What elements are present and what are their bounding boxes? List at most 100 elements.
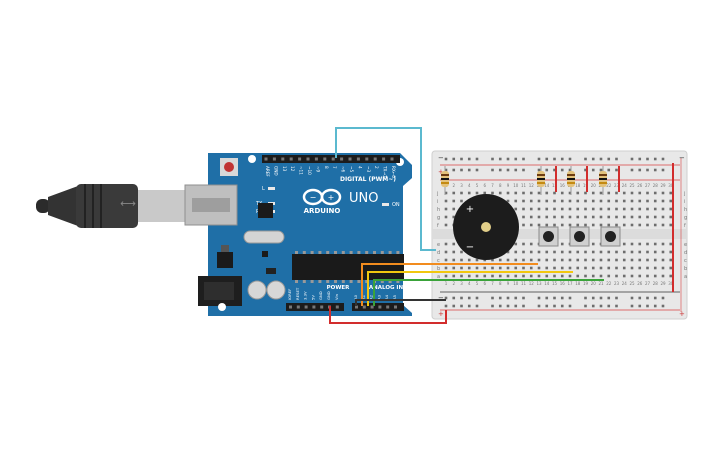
breadboard-hole[interactable] xyxy=(599,191,603,195)
breadboard-hole[interactable] xyxy=(553,250,556,254)
breadboard-hole[interactable] xyxy=(514,199,518,203)
breadboard-hole[interactable] xyxy=(669,207,673,211)
rail-hole[interactable] xyxy=(444,304,448,308)
rail-hole[interactable] xyxy=(553,168,556,172)
rail-hole[interactable] xyxy=(452,296,456,300)
rail-hole[interactable] xyxy=(491,157,494,161)
breadboard-hole[interactable] xyxy=(669,274,673,278)
breadboard-hole[interactable] xyxy=(576,258,580,262)
breadboard-hole[interactable] xyxy=(630,266,634,270)
breadboard-hole[interactable] xyxy=(522,199,525,203)
breadboard-hole[interactable] xyxy=(669,223,673,227)
breadboard-hole[interactable] xyxy=(560,242,564,246)
breadboard-hole[interactable] xyxy=(483,266,487,270)
header-pin[interactable] xyxy=(355,305,358,309)
breadboard-hole[interactable] xyxy=(537,258,541,262)
breadboard-hole[interactable] xyxy=(537,191,541,195)
resistor-3[interactable] xyxy=(567,166,575,195)
breadboard-hole[interactable] xyxy=(522,191,525,195)
rail-hole[interactable] xyxy=(506,168,510,172)
rail-hole[interactable] xyxy=(560,157,564,161)
breadboard-hole[interactable] xyxy=(615,250,618,254)
breadboard-hole[interactable] xyxy=(661,191,665,195)
rail-hole[interactable] xyxy=(444,157,448,161)
breadboard-hole[interactable] xyxy=(653,199,657,203)
breadboard-hole[interactable] xyxy=(669,250,673,254)
rail-hole[interactable] xyxy=(615,296,618,300)
breadboard-hole[interactable] xyxy=(452,207,456,211)
breadboard-hole[interactable] xyxy=(452,242,456,246)
breadboard-hole[interactable] xyxy=(638,274,642,278)
rail-hole[interactable] xyxy=(553,157,556,161)
rail-hole[interactable] xyxy=(553,296,556,300)
breadboard-hole[interactable] xyxy=(444,266,448,270)
breadboard-hole[interactable] xyxy=(522,274,525,278)
wire-green[interactable] xyxy=(373,279,604,306)
rail-hole[interactable] xyxy=(514,296,518,300)
rail-hole[interactable] xyxy=(522,168,525,172)
breadboard-hole[interactable] xyxy=(444,258,448,262)
breadboard-hole[interactable] xyxy=(653,274,657,278)
breadboard-hole[interactable] xyxy=(638,242,642,246)
rail-hole[interactable] xyxy=(568,296,572,300)
resistor-4[interactable] xyxy=(599,166,607,195)
breadboard-hole[interactable] xyxy=(622,207,626,211)
breadboard-hole[interactable] xyxy=(646,274,649,278)
breadboard-hole[interactable] xyxy=(622,242,626,246)
breadboard-hole[interactable] xyxy=(522,215,525,219)
breadboard-hole[interactable] xyxy=(638,215,642,219)
breadboard-hole[interactable] xyxy=(607,258,611,262)
rail-hole[interactable] xyxy=(630,304,634,308)
breadboard-hole[interactable] xyxy=(460,266,463,270)
breadboard-hole[interactable] xyxy=(467,274,471,278)
piezo-buzzer[interactable]: + − xyxy=(453,194,519,260)
breadboard-hole[interactable] xyxy=(560,191,564,195)
breadboard-hole[interactable] xyxy=(630,191,634,195)
breadboard-hole[interactable] xyxy=(653,223,657,227)
breadboard-hole[interactable] xyxy=(599,258,603,262)
rail-hole[interactable] xyxy=(452,304,456,308)
breadboard-hole[interactable] xyxy=(460,258,463,262)
breadboard-hole[interactable] xyxy=(661,250,665,254)
rail-hole[interactable] xyxy=(584,304,587,308)
breadboard-hole[interactable] xyxy=(622,266,626,270)
breadboard-hole[interactable] xyxy=(475,274,479,278)
breadboard-hole[interactable] xyxy=(591,215,595,219)
breadboard-hole[interactable] xyxy=(529,191,533,195)
rail-hole[interactable] xyxy=(568,304,572,308)
breadboard-hole[interactable] xyxy=(576,199,580,203)
breadboard-hole[interactable] xyxy=(452,250,456,254)
breadboard-hole[interactable] xyxy=(460,274,463,278)
breadboard-hole[interactable] xyxy=(498,258,502,262)
breadboard-hole[interactable] xyxy=(576,250,580,254)
rail-hole[interactable] xyxy=(560,304,564,308)
rail-hole[interactable] xyxy=(537,157,541,161)
breadboard-hole[interactable] xyxy=(444,199,448,203)
rail-hole[interactable] xyxy=(653,304,657,308)
breadboard-hole[interactable] xyxy=(638,191,642,195)
breadboard-hole[interactable] xyxy=(584,215,587,219)
breadboard-hole[interactable] xyxy=(622,274,626,278)
breadboard-hole[interactable] xyxy=(568,223,572,227)
breadboard-hole[interactable] xyxy=(638,207,642,211)
breadboard-hole[interactable] xyxy=(576,274,580,278)
push-button-3[interactable] xyxy=(600,226,621,247)
rail-hole[interactable] xyxy=(653,168,657,172)
rail-hole[interactable] xyxy=(514,168,518,172)
rail-hole[interactable] xyxy=(467,157,471,161)
breadboard-hole[interactable] xyxy=(529,266,533,270)
rail-hole[interactable] xyxy=(498,168,502,172)
breadboard-hole[interactable] xyxy=(599,199,603,203)
breadboard-hole[interactable] xyxy=(452,215,456,219)
rail-hole[interactable] xyxy=(599,157,603,161)
breadboard-hole[interactable] xyxy=(669,191,673,195)
breadboard-hole[interactable] xyxy=(529,215,533,219)
breadboard-hole[interactable] xyxy=(584,274,587,278)
header-pin[interactable] xyxy=(386,305,390,309)
breadboard-hole[interactable] xyxy=(607,250,611,254)
breadboard-hole[interactable] xyxy=(591,199,595,203)
breadboard-hole[interactable] xyxy=(576,191,580,195)
breadboard-hole[interactable] xyxy=(491,266,494,270)
breadboard-hole[interactable] xyxy=(452,266,456,270)
header-pin[interactable] xyxy=(335,305,339,309)
